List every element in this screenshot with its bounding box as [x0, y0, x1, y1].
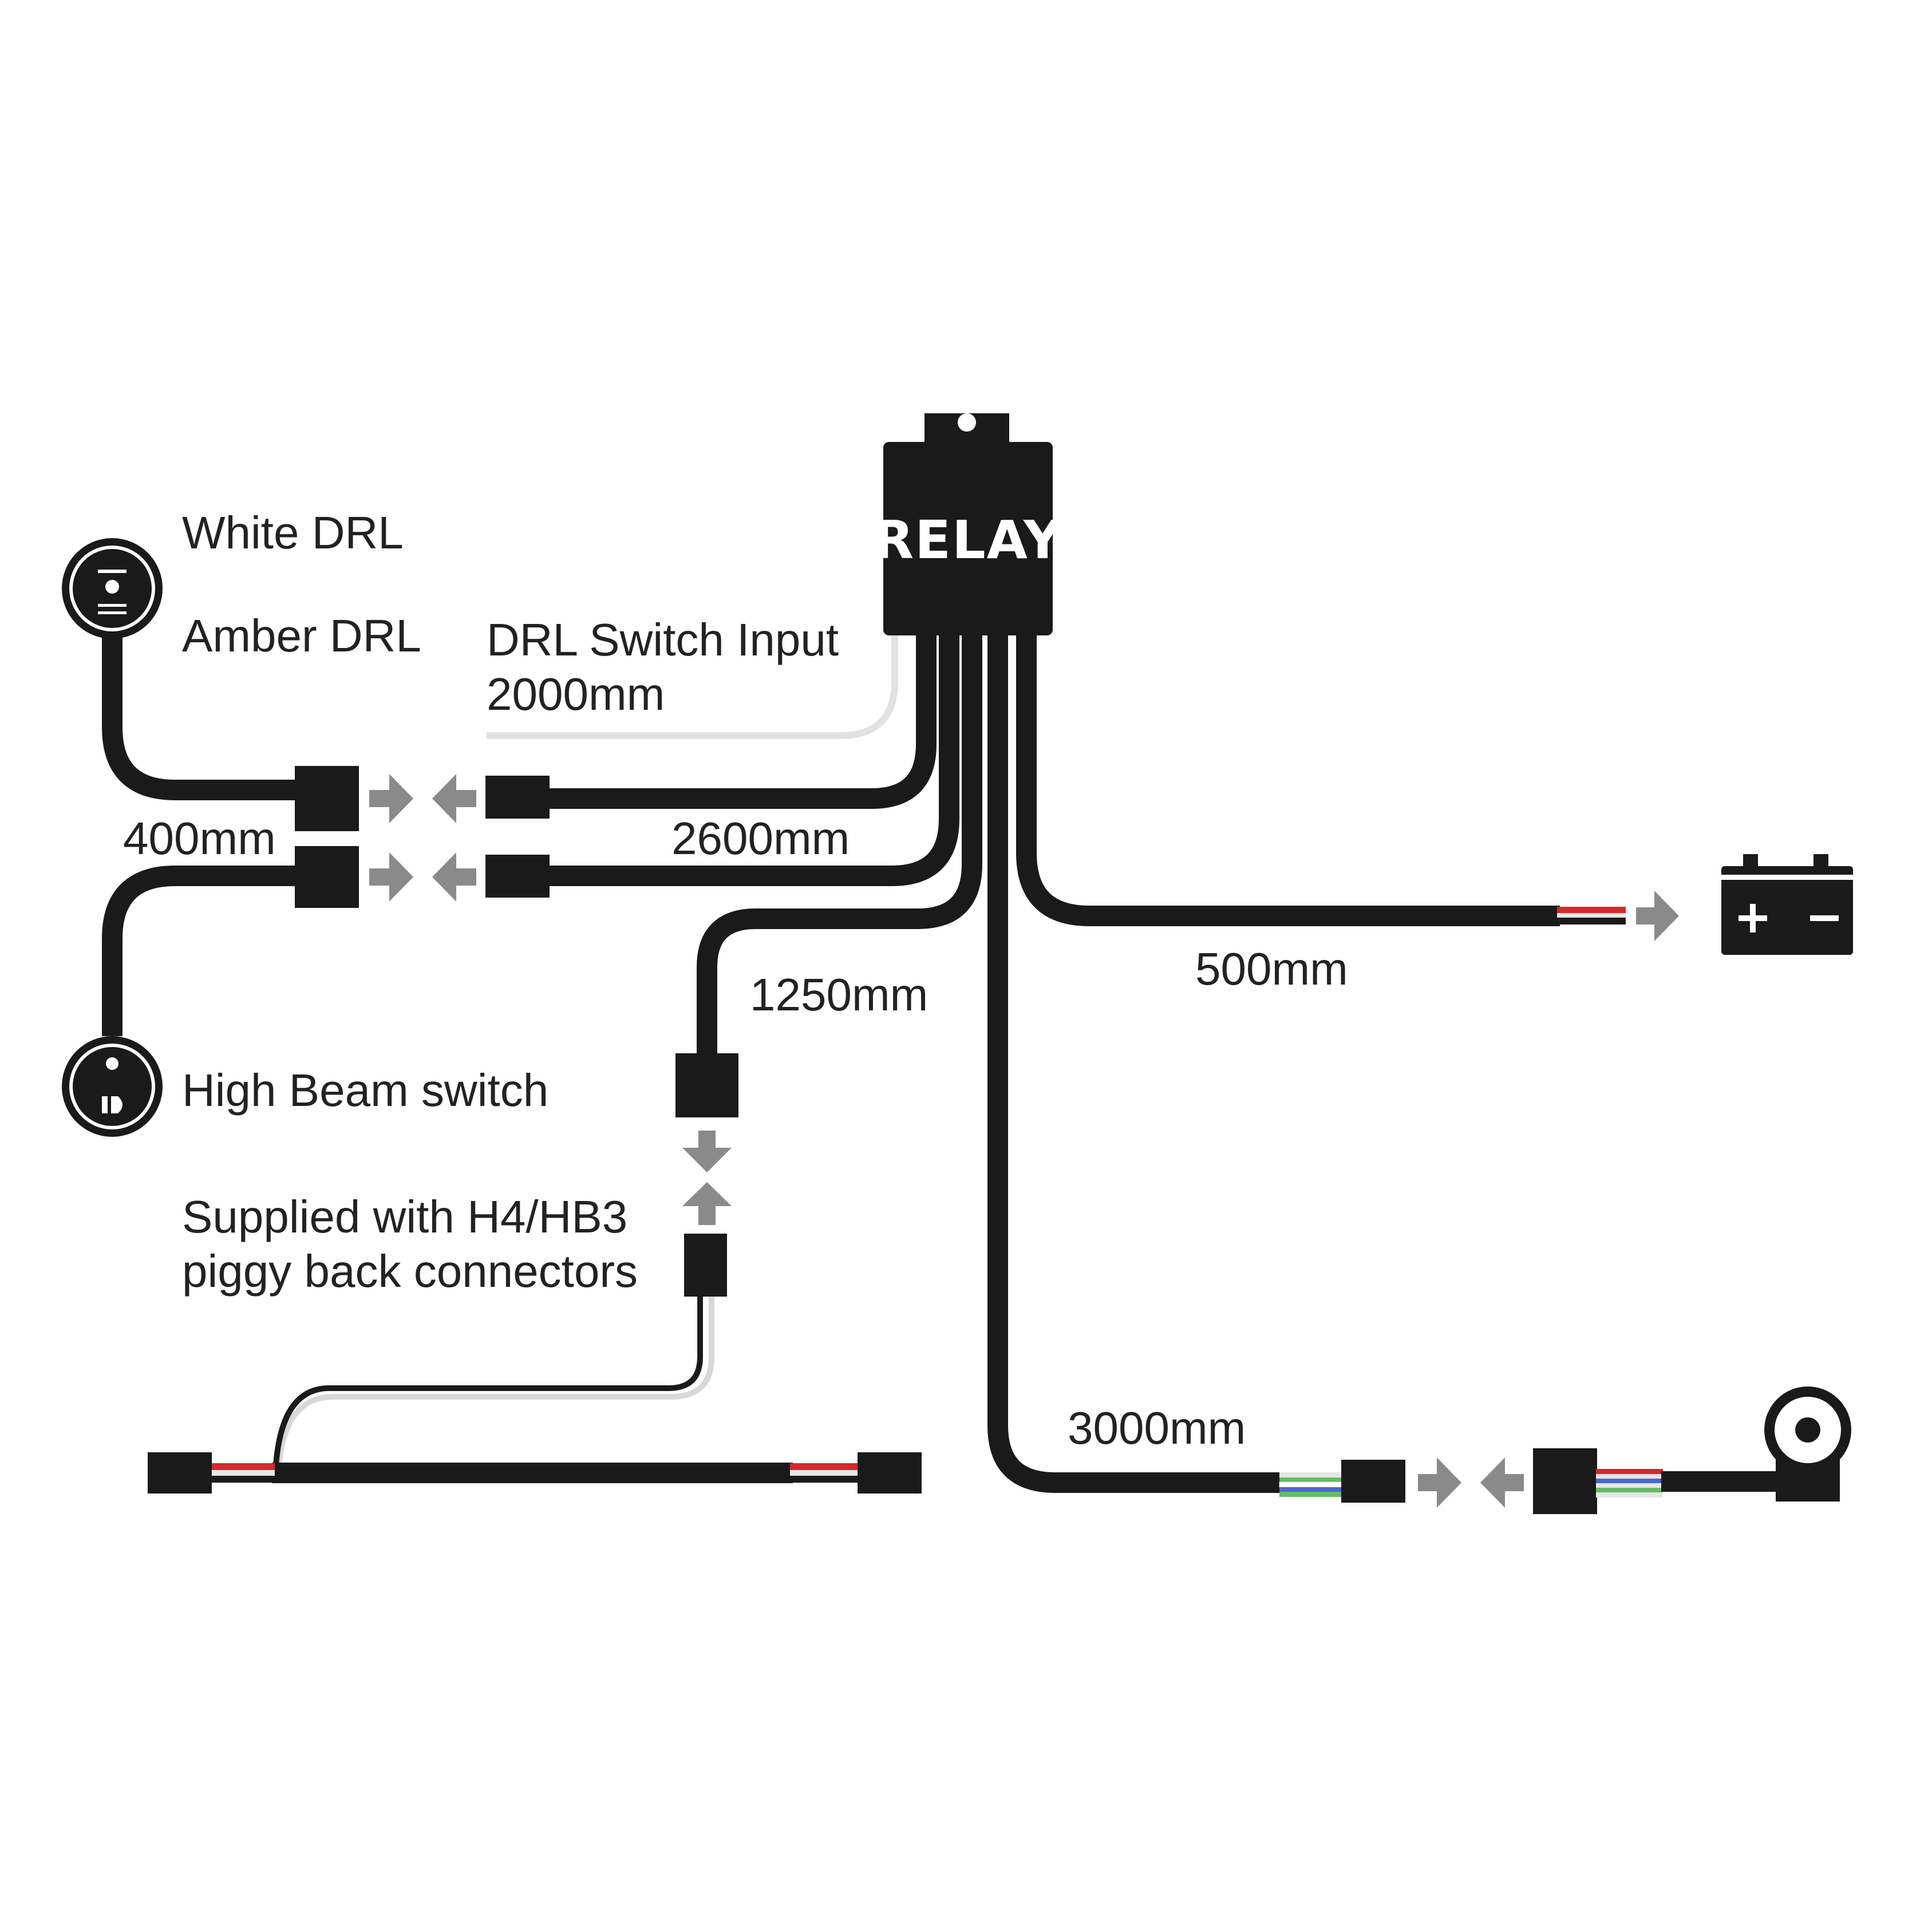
- connector-3000-right: [1533, 1448, 1597, 1514]
- connector-1250: [675, 1053, 738, 1117]
- cable-500: [1016, 630, 1560, 926]
- arrow-right-icon: [369, 774, 413, 823]
- white-drl-label: White DRL: [182, 507, 404, 558]
- relay-cables: [541, 630, 1560, 1493]
- piggy-back-white-wire: [276, 1294, 714, 1466]
- arrow-right-icon: [1636, 891, 1679, 941]
- wire-white-right: [790, 1470, 860, 1476]
- wire-red-right: [790, 1463, 860, 1470]
- supplied-label-line1: Supplied with H4/HB3: [182, 1191, 627, 1242]
- length-3000-label: 3000mm: [1068, 1402, 1246, 1453]
- relay-label: RELAY: [873, 509, 1062, 571]
- drl-switch-input-wire: [487, 630, 898, 739]
- battery-lead: [1557, 891, 1679, 941]
- arrow-right-icon: [369, 852, 413, 902]
- cable-drl-lower: [541, 630, 959, 886]
- wire-black-right: [790, 1476, 860, 1483]
- piggy-back-connector-right: [858, 1452, 922, 1494]
- wire-white-left: [211, 1470, 275, 1476]
- high-beam-switch-cable: [102, 866, 298, 1036]
- arrow-left-icon: [432, 852, 476, 902]
- piggy-back-connector-top: [684, 1234, 727, 1297]
- high-beam-switch-connector: [295, 846, 359, 908]
- drl-switch-icon: [62, 538, 298, 800]
- relay-drl-connector-lower: [485, 855, 550, 898]
- length-500-label: 500mm: [1195, 943, 1348, 994]
- piggy-back-connector-left: [148, 1452, 212, 1494]
- arrow-down-icon: [682, 1131, 732, 1172]
- drl-switch-input-length: 2000mm: [487, 669, 665, 720]
- battery-icon: [1721, 854, 1853, 955]
- supplied-label-line2: piggy back connectors: [182, 1246, 638, 1297]
- high-beam-switch-label: High Beam switch: [182, 1065, 548, 1116]
- drl-switch-input-label: DRL Switch Input: [487, 614, 839, 665]
- cable-1250: [697, 630, 982, 1059]
- length-1250-label: 1250mm: [750, 969, 928, 1020]
- arrow-right-icon: [1418, 1457, 1461, 1508]
- piggy-back-harness: [148, 1234, 922, 1494]
- lead-3000: [1279, 1448, 1781, 1514]
- drl-switch-connector: [295, 766, 359, 831]
- connector-3000-left: [1341, 1460, 1405, 1503]
- piggy-back-main-wire: [272, 1463, 793, 1483]
- cable-3000: [987, 630, 1282, 1493]
- high-beam-switch-icon: [62, 866, 298, 1137]
- wire-red-left: [211, 1463, 275, 1470]
- drl-switch-cable: [102, 630, 298, 800]
- amber-drl-label: Amber DRL: [182, 610, 421, 661]
- length-400-label: 400mm: [123, 813, 276, 864]
- ground-ring-terminal-icon: [1764, 1386, 1851, 1502]
- arrow-up-icon: [682, 1182, 732, 1225]
- wire-black-left: [211, 1476, 275, 1483]
- cable-drl-upper: [541, 630, 937, 809]
- relay-box: RELAY: [873, 413, 1062, 635]
- arrow-left-icon: [1480, 1457, 1524, 1508]
- relay-drl-connector-upper: [485, 776, 550, 819]
- piggy-back-black-wire: [273, 1294, 703, 1466]
- length-2600-label: 2600mm: [671, 813, 850, 864]
- arrows-lower-pair: [369, 852, 476, 902]
- arrows-upper-pair: [369, 774, 476, 823]
- arrow-left-icon: [432, 774, 476, 823]
